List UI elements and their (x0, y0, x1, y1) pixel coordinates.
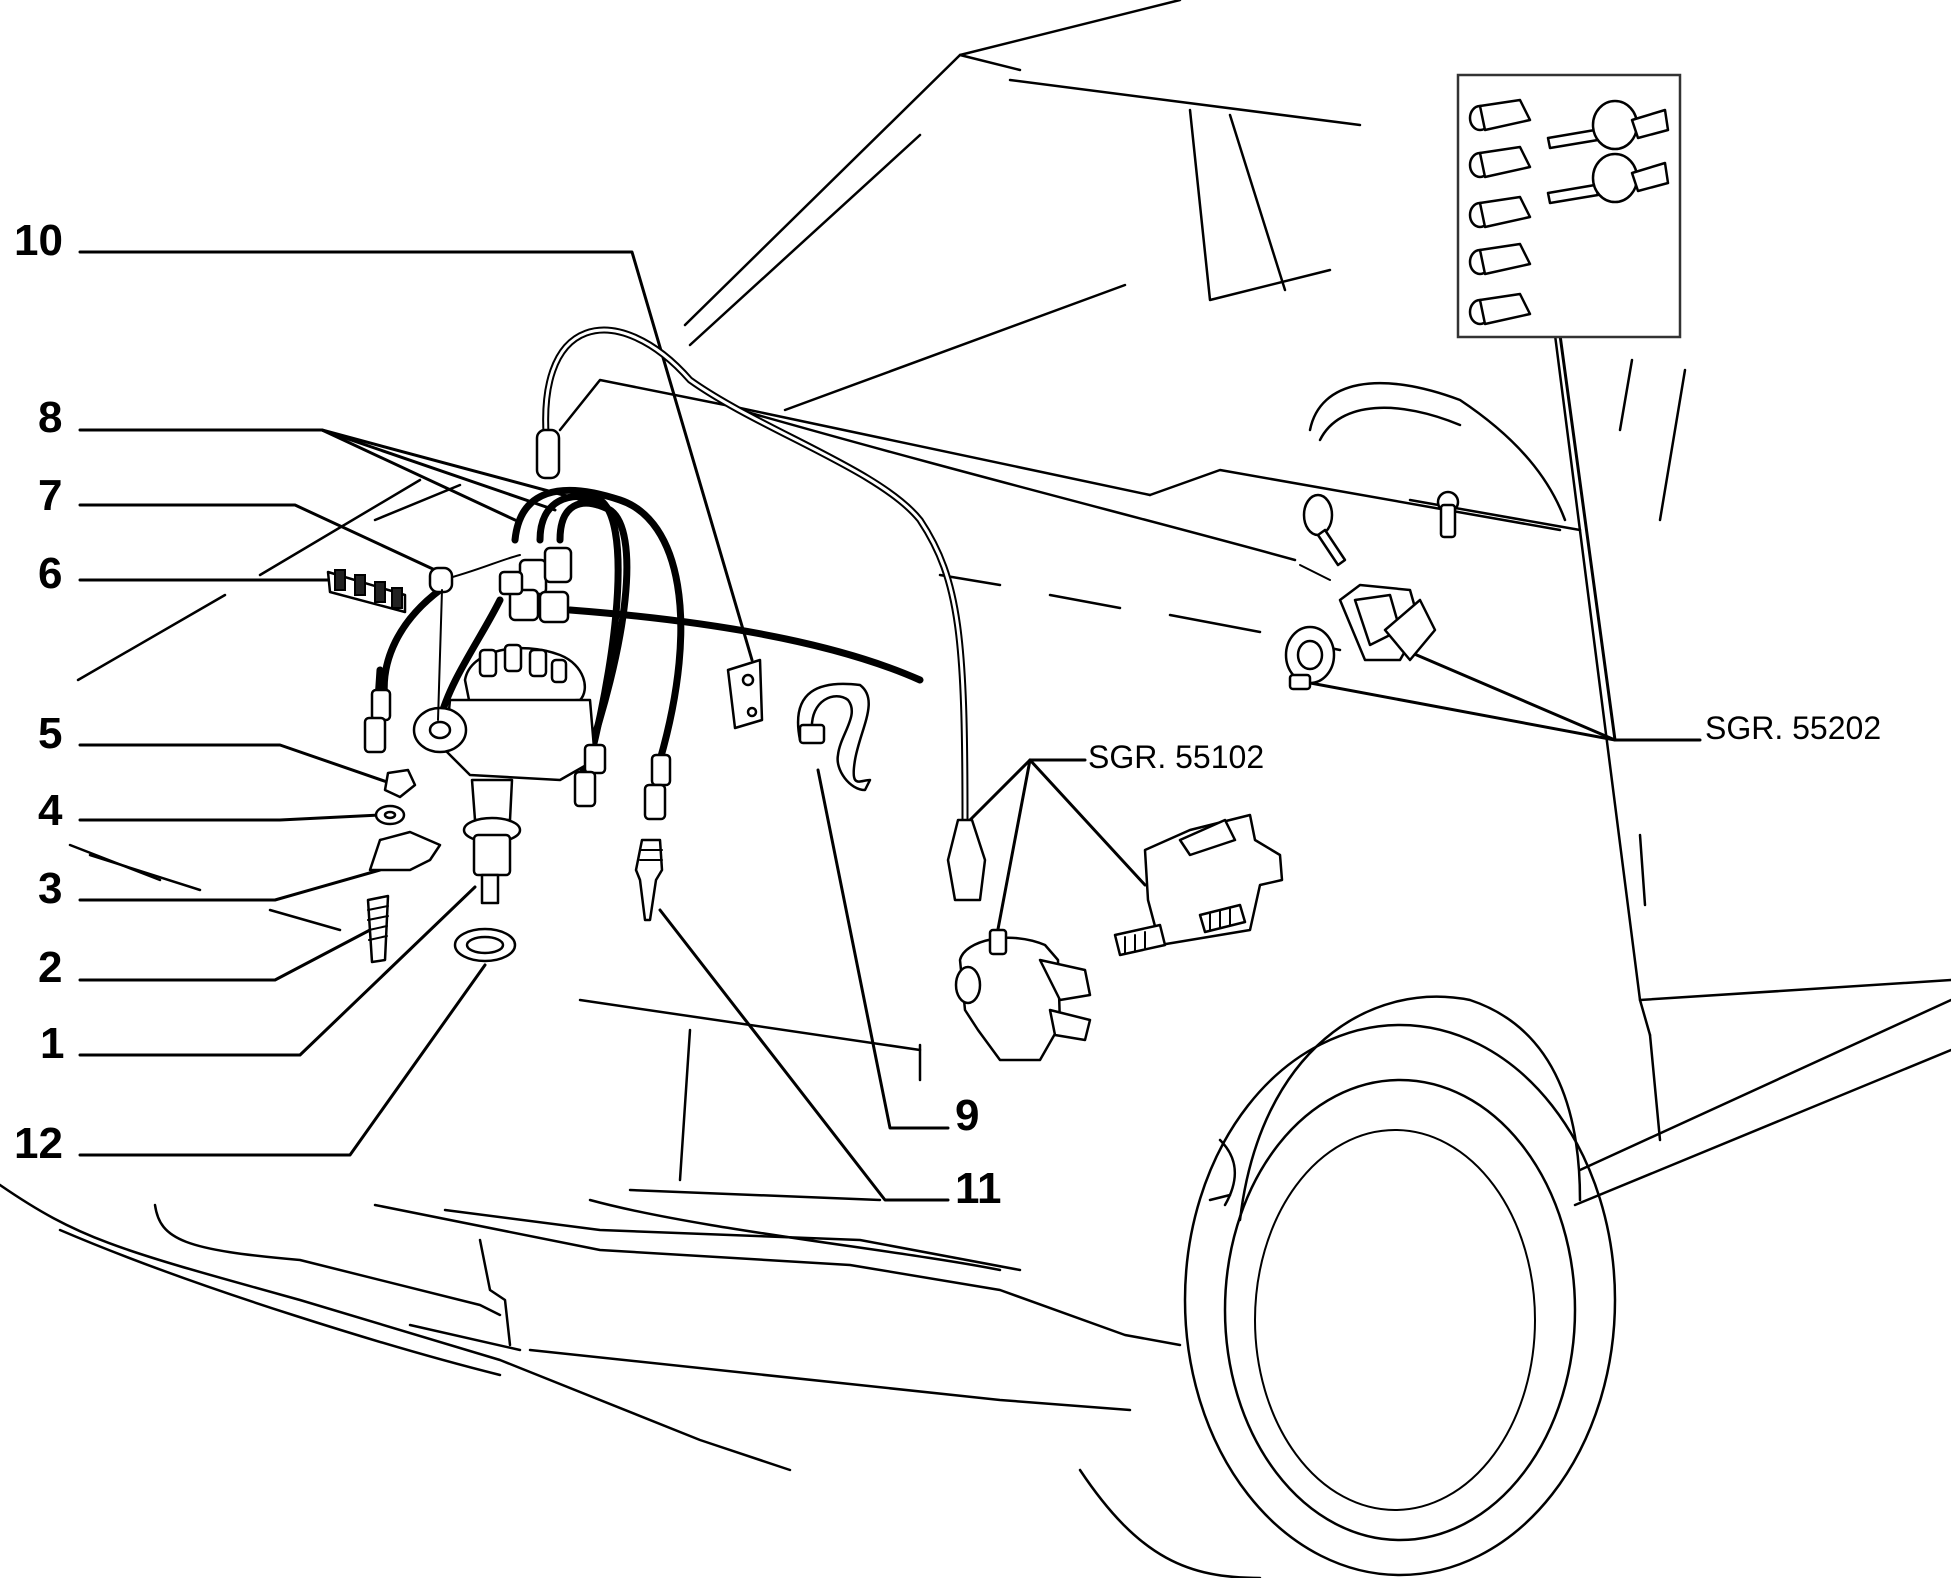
callout-12: 12 (14, 1119, 63, 1168)
callout-2: 2 (38, 943, 62, 992)
callout-9: 9 (955, 1091, 979, 1140)
reference-lock-set: SGR. 55202 (1705, 710, 1881, 746)
lock-cylinder-2 (1468, 145, 1532, 179)
small-parts (366, 589, 872, 964)
key-1 (1546, 99, 1670, 151)
callout-10: 10 (14, 216, 63, 265)
callout-3: 3 (38, 864, 62, 913)
lock-set-group (1284, 490, 1460, 691)
lock-cylinder-1 (1468, 98, 1532, 132)
callout-labels: 10 8 7 6 5 4 3 2 1 12 9 11 SGR. 55102 SG… (14, 216, 1881, 1213)
ignition-coil-group (946, 813, 1284, 1062)
callout-11: 11 (955, 1164, 1002, 1213)
callout-1: 1 (40, 1019, 64, 1068)
wire-separator-part-6 (326, 569, 407, 614)
callout-6: 6 (38, 549, 62, 598)
lock-cylinder-3 (1468, 195, 1532, 229)
key-2 (1546, 152, 1670, 205)
lock-cylinder-4 (1468, 242, 1532, 276)
callout-7: 7 (38, 471, 62, 520)
callout-5: 5 (38, 709, 62, 758)
ignition-wires (374, 326, 969, 824)
lock-cylinder-5 (1468, 292, 1532, 326)
lock-cylinders-inset (1456, 73, 1682, 339)
callout-4: 4 (38, 786, 63, 835)
distributor-assembly (363, 428, 672, 905)
leader-lines (78, 250, 1702, 1202)
reference-ignition-coil: SGR. 55102 (1088, 739, 1264, 775)
callout-8: 8 (38, 393, 62, 442)
